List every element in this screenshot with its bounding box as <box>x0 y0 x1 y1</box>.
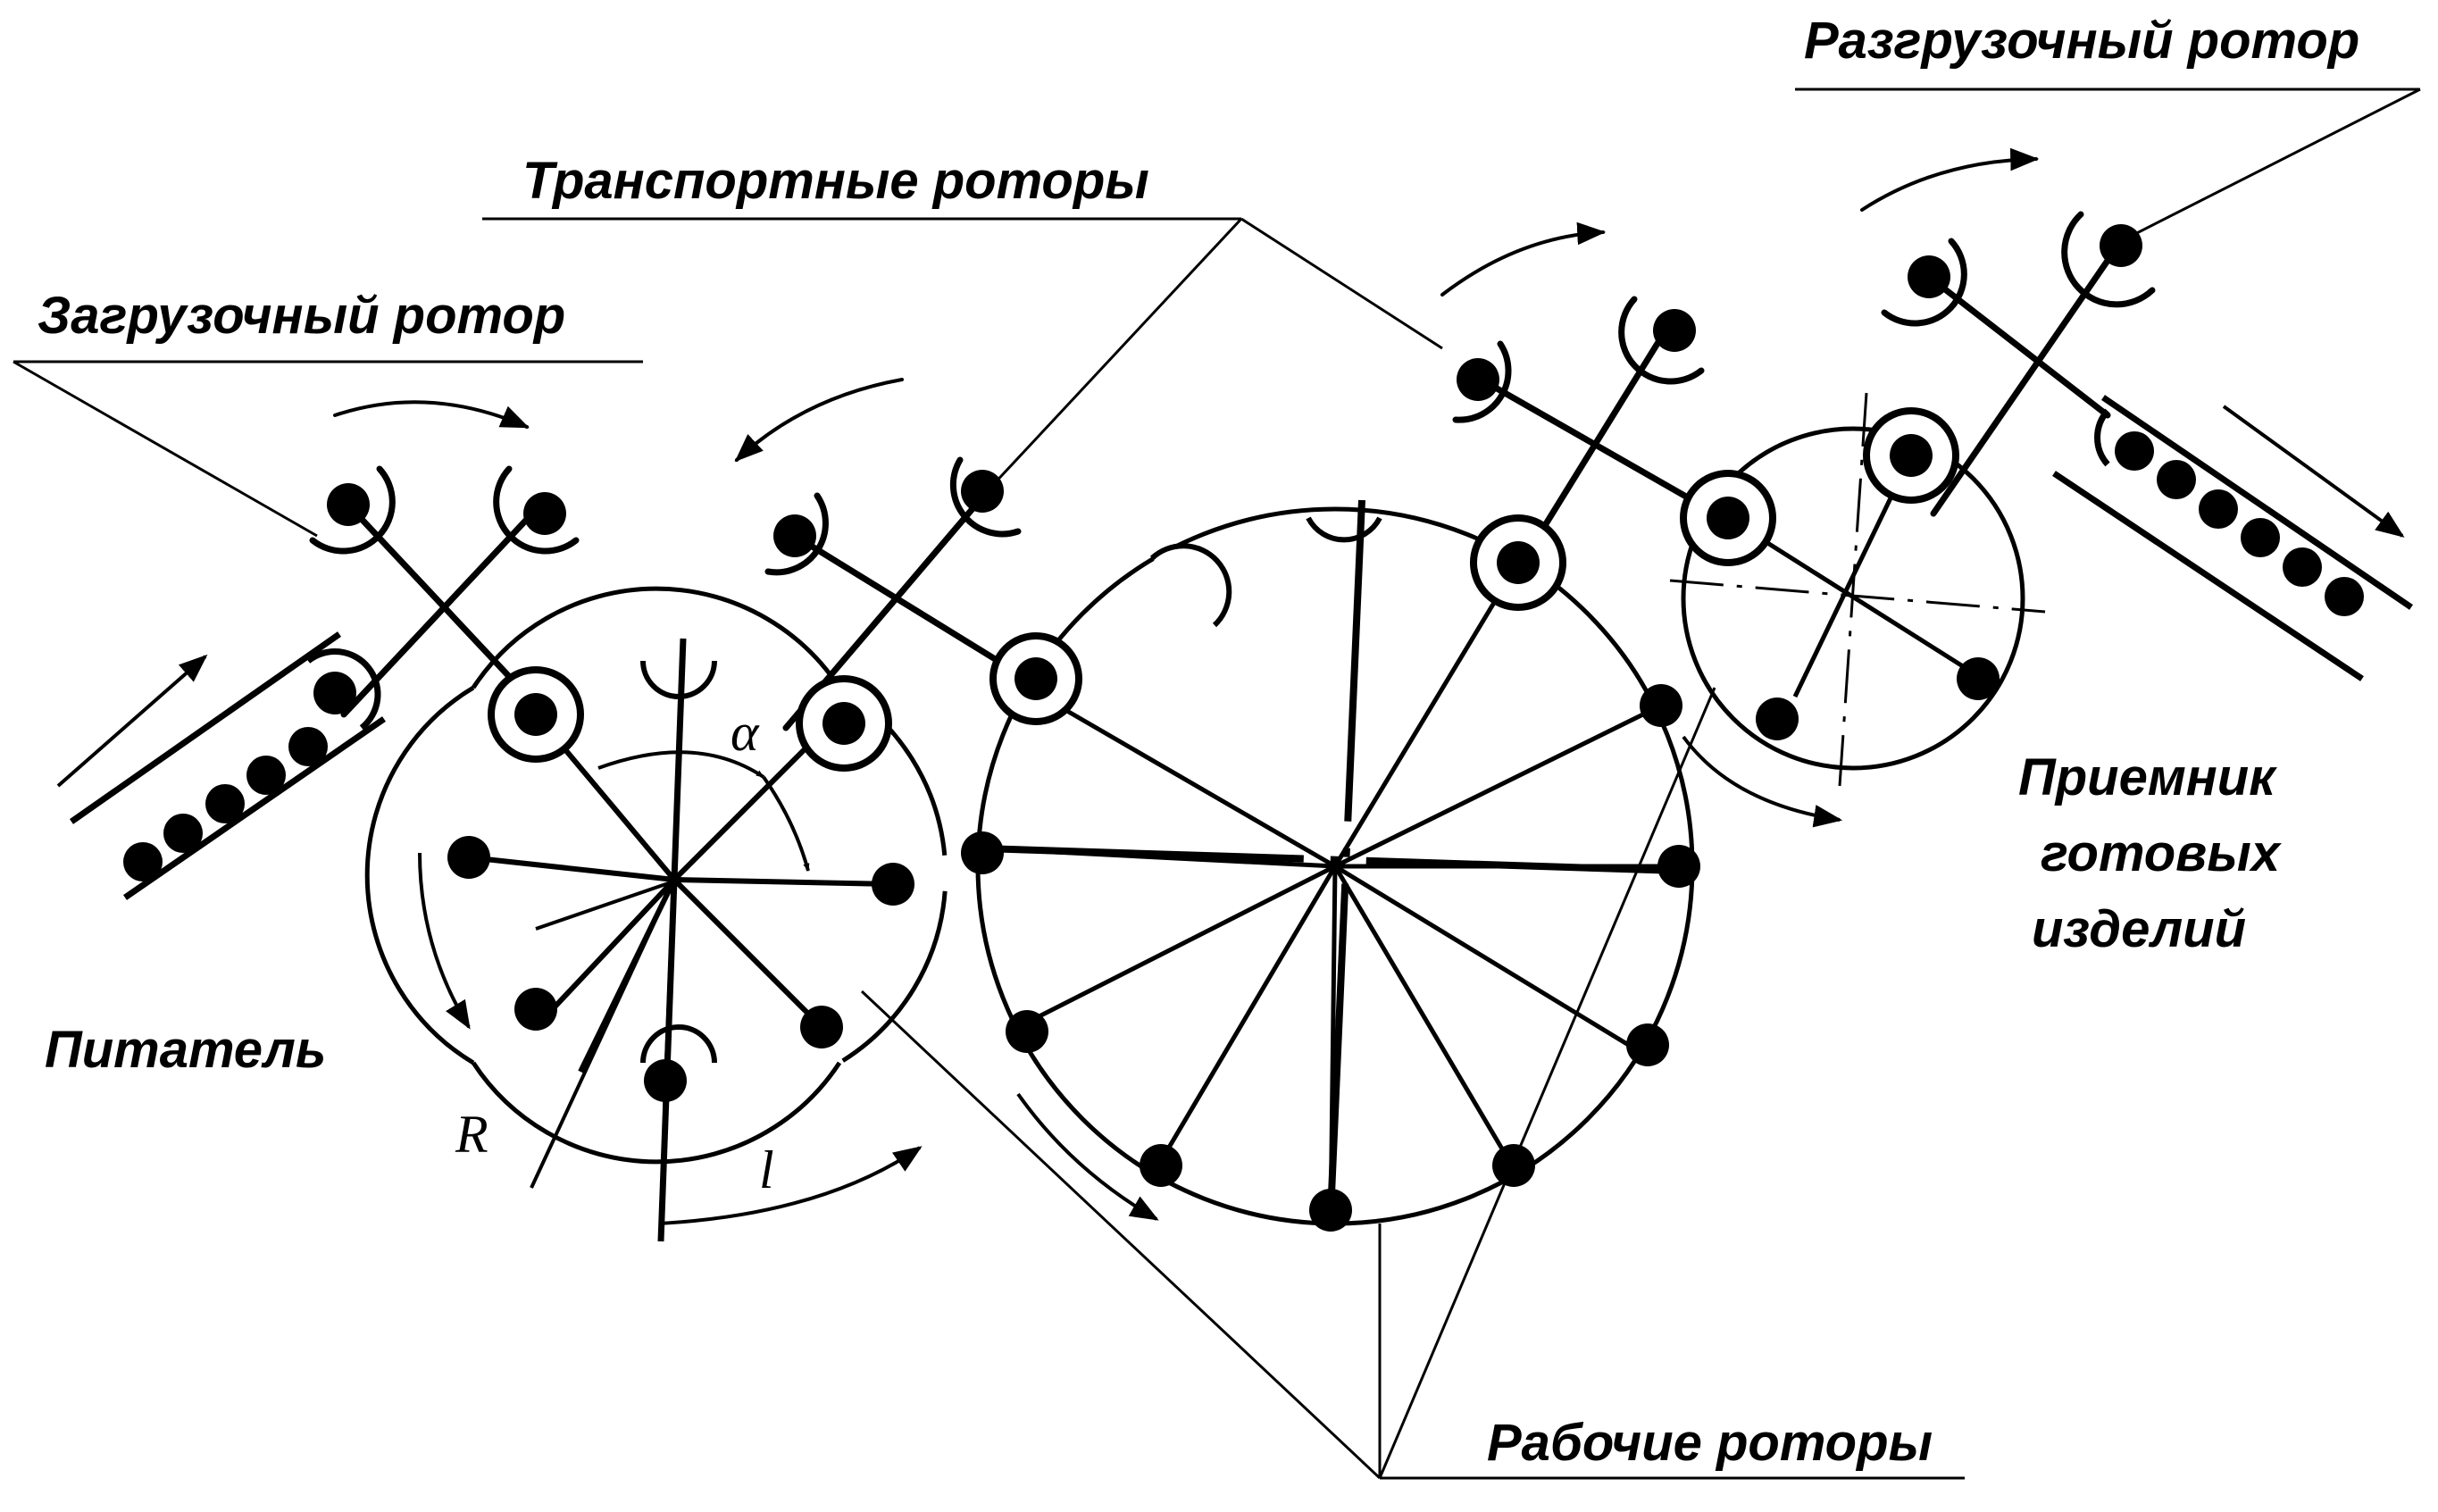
pitch-l-symbol: l <box>759 1140 774 1199</box>
working-rotor-3 <box>1669 392 2046 828</box>
leader-lines <box>13 88 2421 1480</box>
unloading-rotor <box>1860 147 2156 517</box>
label-unloading-rotor: Разгрузочный ротор <box>1804 12 2359 70</box>
label-transport-rotors: Транспортные роторы <box>522 152 1149 210</box>
receiver-chute <box>2052 395 2413 681</box>
dimension-markers: α R l <box>455 703 774 1199</box>
loading-rotor <box>309 400 580 718</box>
angle-alpha-symbol: α <box>731 703 760 762</box>
transport-rotor-1 <box>734 378 1031 731</box>
working-rotor-1 <box>364 586 948 1242</box>
labels: Разгрузочный ротор Транспортные роторы З… <box>38 12 2359 1472</box>
label-receiver-line2: готовых <box>2041 824 2283 882</box>
label-receiver-line3: изделий <box>2032 900 2246 958</box>
feeder-chute <box>56 631 386 900</box>
label-working-rotors: Рабочие роторы <box>1487 1414 1933 1472</box>
label-feeder: Питатель <box>45 1021 326 1079</box>
working-rotor-2 <box>961 499 1700 1232</box>
transport-rotor-2 <box>1440 221 1727 580</box>
label-receiver-line1: Приемник <box>2018 748 2277 806</box>
radius-r-symbol: R <box>455 1105 488 1164</box>
label-loading-rotor: Загрузочный ротор <box>38 287 565 345</box>
